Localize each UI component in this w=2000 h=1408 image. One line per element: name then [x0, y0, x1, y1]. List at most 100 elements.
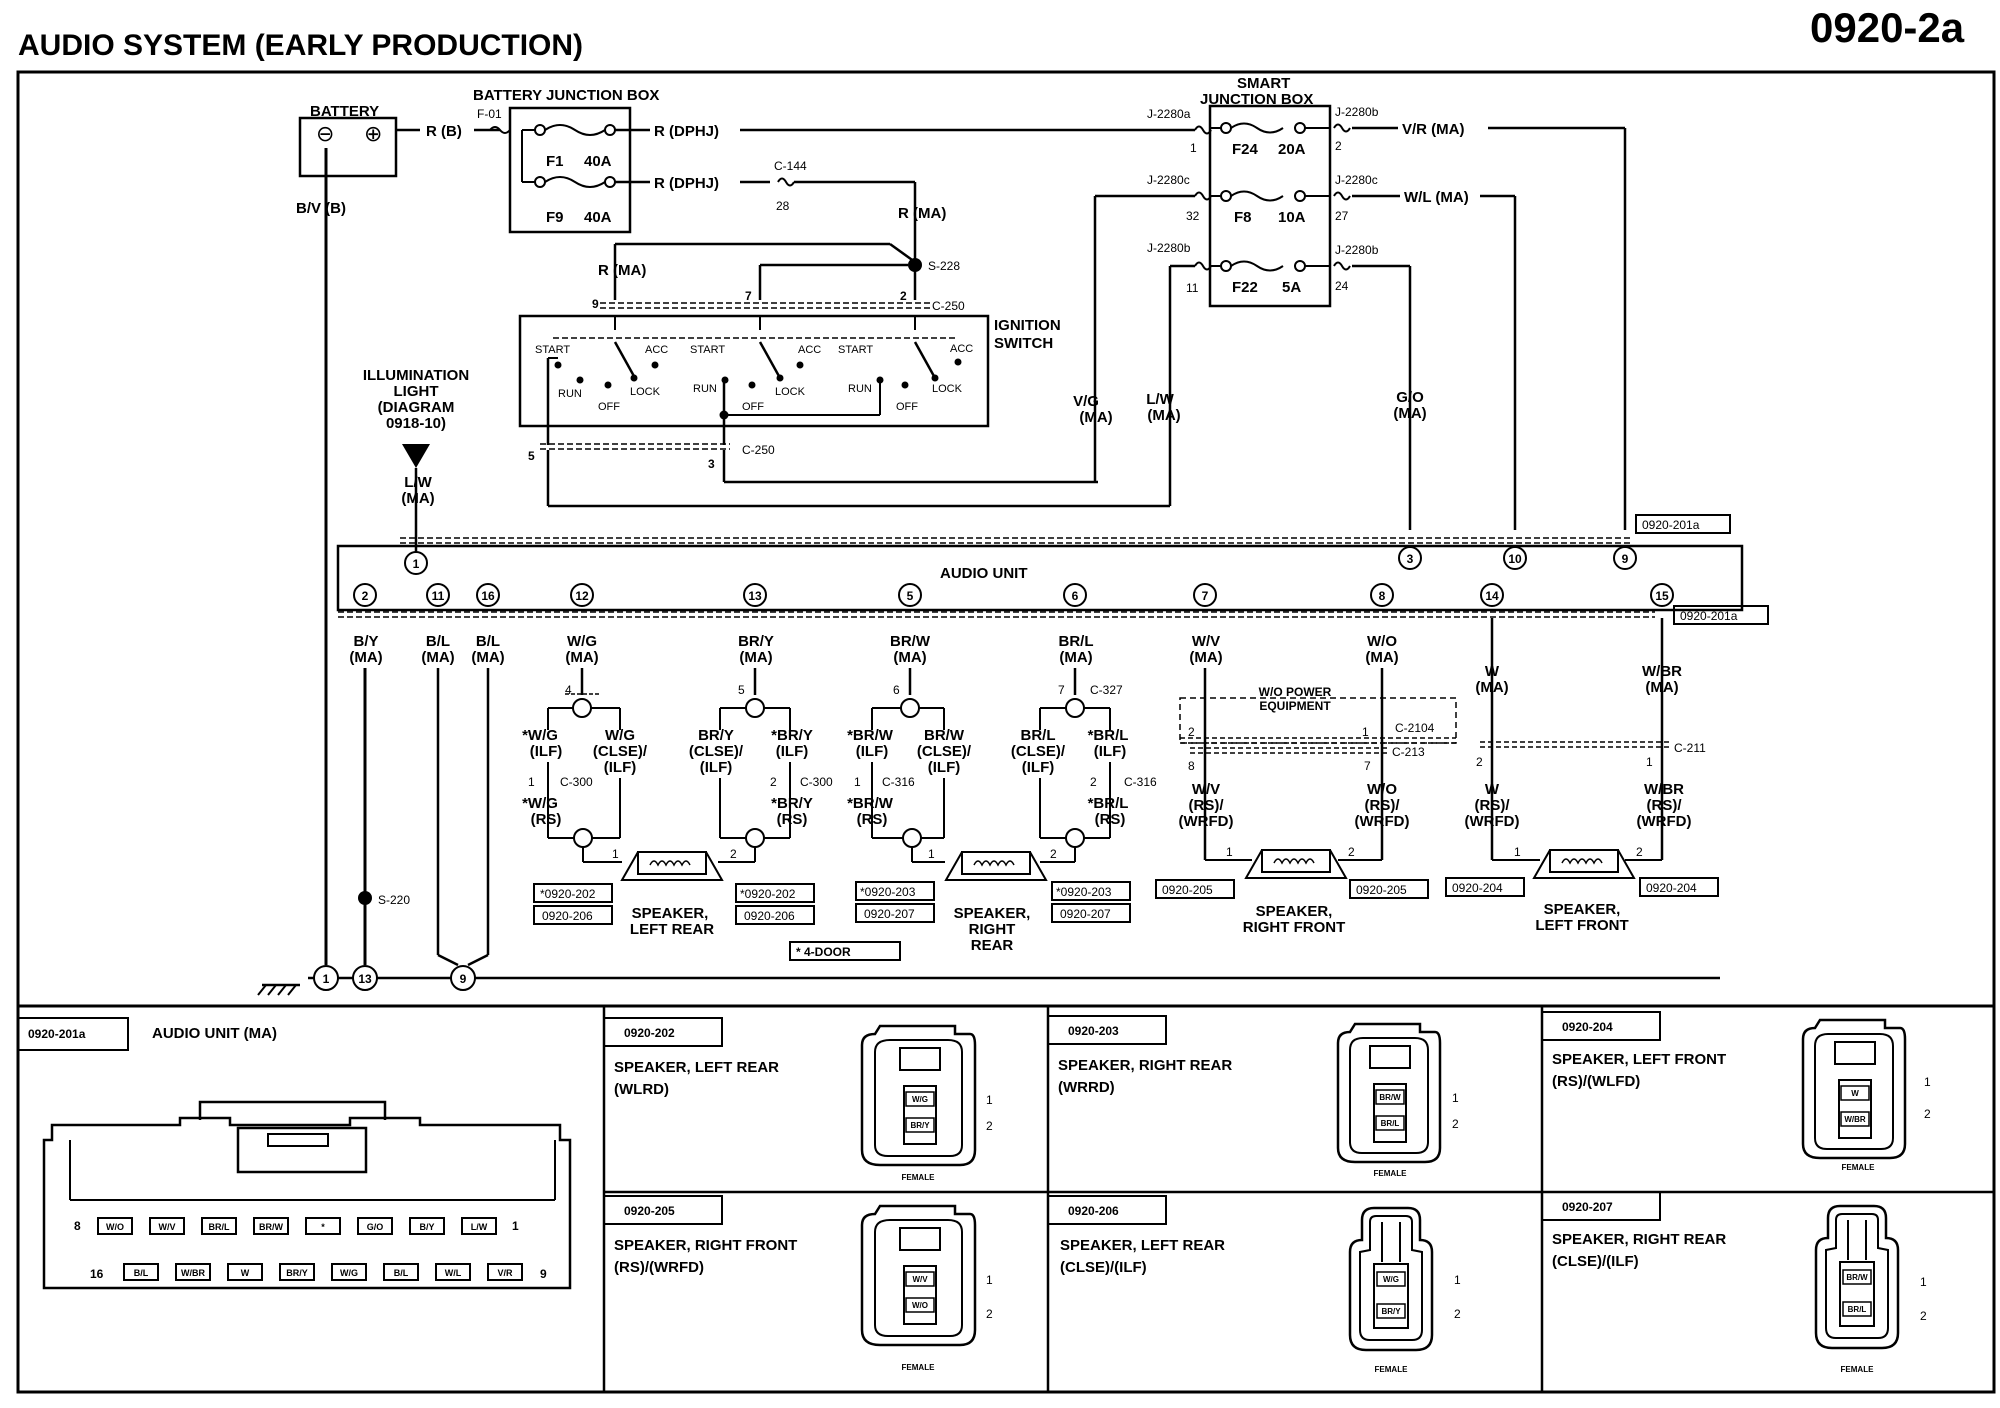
svg-text:(RS): (RS)	[531, 811, 562, 828]
svg-text:3: 3	[1407, 552, 1414, 566]
battery-neg-icon: ⊖	[316, 121, 334, 146]
left-front-speaker-circuit: C-211 2 1 W (RS)/ (WRFD) W/BR (RS)/ (WRF…	[1445, 618, 1719, 934]
svg-text:2: 2	[1452, 1117, 1459, 1131]
svg-text:0920-205: 0920-205	[1162, 883, 1213, 897]
connector-cell-0920-202: 0920-202 SPEAKER, LEFT REAR (WLRD) W/G B…	[603, 1017, 993, 1182]
svg-text:0920-201a: 0920-201a	[28, 1027, 86, 1041]
svg-text:28: 28	[776, 199, 790, 213]
svg-text:V/R: V/R	[497, 1268, 513, 1278]
svg-text:(CLSE)/(ILF): (CLSE)/(ILF)	[1552, 1253, 1639, 1270]
svg-text:*0920-202: *0920-202	[740, 887, 796, 901]
svg-text:ACC: ACC	[950, 343, 973, 355]
svg-text:G/O: G/O	[367, 1222, 384, 1232]
svg-text:(MA): (MA)	[1059, 649, 1092, 666]
svg-text:1: 1	[1452, 1091, 1459, 1105]
svg-text:START: START	[535, 344, 570, 356]
svg-text:10A: 10A	[1278, 209, 1306, 226]
svg-text:FEMALE: FEMALE	[1374, 1169, 1408, 1178]
svg-text:5: 5	[528, 449, 535, 463]
svg-text:6: 6	[1072, 589, 1079, 603]
svg-text:RUN: RUN	[558, 388, 582, 400]
svg-text:FEMALE: FEMALE	[902, 1363, 936, 1372]
svg-text:REAR: REAR	[971, 937, 1014, 954]
svg-text:(MA): (MA)	[565, 649, 598, 666]
svg-text:*BR/Y: *BR/Y	[771, 727, 813, 744]
connector-cell-0920-205: 0920-205 SPEAKER, RIGHT FRONT (RS)/(WRFD…	[603, 1195, 993, 1372]
svg-text:BR/L: BR/L	[209, 1222, 230, 1232]
audio-unit-cavities-row1: W/O W/V BR/L BR/W * G/O B/Y L/W	[97, 1217, 497, 1235]
svg-text:SPEAKER, LEFT REAR: SPEAKER, LEFT REAR	[614, 1059, 779, 1076]
svg-text:R (B): R (B)	[426, 123, 462, 140]
svg-text:F-01: F-01	[477, 107, 502, 121]
svg-text:*0920-203: *0920-203	[1056, 885, 1112, 899]
svg-text:*BR/L: *BR/L	[1088, 795, 1129, 812]
svg-text:B/L: B/L	[394, 1268, 409, 1278]
svg-text:(ILF): (ILF)	[1094, 743, 1126, 760]
svg-text:BR/Y: BR/Y	[910, 1121, 930, 1130]
svg-text:BR/Y: BR/Y	[286, 1268, 308, 1278]
svg-text:FEMALE: FEMALE	[1841, 1365, 1875, 1374]
svg-text:(WRRD): (WRRD)	[1058, 1079, 1115, 1096]
svg-text:J-2280c: J-2280c	[1147, 173, 1190, 187]
svg-text:*0920-203: *0920-203	[860, 885, 916, 899]
svg-text:8: 8	[1379, 589, 1386, 603]
svg-text:W/L: W/L	[445, 1268, 462, 1278]
svg-text:1: 1	[413, 557, 420, 571]
svg-text:BR/W: BR/W	[924, 727, 965, 744]
svg-text:BR/Y: BR/Y	[698, 727, 734, 744]
svg-text:1: 1	[986, 1273, 993, 1287]
svg-text:(RS)/: (RS)/	[1647, 797, 1683, 814]
svg-text:1: 1	[1924, 1075, 1931, 1089]
svg-text:7: 7	[1202, 589, 1209, 603]
svg-text:LOCK: LOCK	[775, 386, 806, 398]
svg-text:(WLRD): (WLRD)	[614, 1081, 669, 1098]
svg-text:W/BR: W/BR	[1844, 1115, 1866, 1124]
svg-text:SPEAKER,: SPEAKER,	[632, 905, 709, 922]
svg-text:*BR/W: *BR/W	[847, 727, 894, 744]
svg-text:F1: F1	[546, 153, 564, 170]
svg-text:LOCK: LOCK	[932, 383, 963, 395]
svg-text:(WRFD): (WRFD)	[1465, 813, 1520, 830]
svg-text:*BR/Y: *BR/Y	[771, 795, 813, 812]
svg-text:(RS): (RS)	[1095, 811, 1126, 828]
connector-cell-0920-207: 0920-207 SPEAKER, RIGHT REAR (CLSE)/(ILF…	[1541, 1191, 1927, 1374]
svg-text:(RS)/(WRFD): (RS)/(WRFD)	[614, 1259, 704, 1276]
svg-text:1: 1	[1226, 845, 1233, 859]
svg-text:32: 32	[1186, 209, 1200, 223]
svg-text:C-250: C-250	[742, 443, 775, 457]
svg-text:(RS)/: (RS)/	[1189, 797, 1225, 814]
svg-text:FEMALE: FEMALE	[1375, 1365, 1409, 1374]
svg-text:(WRFD): (WRFD)	[1355, 813, 1410, 830]
svg-text:B/Y: B/Y	[419, 1222, 434, 1232]
svg-text:C-250: C-250	[932, 299, 965, 313]
svg-text:9: 9	[1622, 552, 1629, 566]
svg-text:3: 3	[708, 457, 715, 471]
svg-text:1: 1	[1920, 1275, 1927, 1289]
svg-text:LEFT REAR: LEFT REAR	[630, 921, 714, 938]
svg-text:0920-206: 0920-206	[744, 909, 795, 923]
svg-text:J-2280b: J-2280b	[1335, 105, 1379, 119]
svg-text:9: 9	[540, 1267, 547, 1281]
svg-text:2: 2	[1090, 775, 1097, 789]
svg-text:R (MA): R (MA)	[598, 262, 646, 279]
svg-text:1: 1	[1514, 845, 1521, 859]
svg-text:5: 5	[738, 683, 745, 697]
svg-text:BR/W: BR/W	[259, 1222, 283, 1232]
svg-text:9: 9	[460, 972, 467, 986]
svg-text:(WRFD): (WRFD)	[1637, 813, 1692, 830]
svg-text:BR/W: BR/W	[890, 633, 931, 650]
audio-unit-cavities-row2: B/L W/BR W BR/Y W/G B/L W/L V/R	[123, 1263, 523, 1281]
svg-text:2: 2	[1454, 1307, 1461, 1321]
svg-text:BR/L: BR/L	[1381, 1119, 1400, 1128]
svg-text:W: W	[1485, 781, 1500, 798]
svg-text:(MA): (MA)	[1079, 409, 1112, 426]
svg-text:9: 9	[592, 297, 599, 311]
battery-junction-box: BATTERY JUNCTION BOX F-01 F1 40A F9 40A …	[473, 87, 1195, 273]
svg-text:(MA): (MA)	[739, 649, 772, 666]
svg-text:1: 1	[612, 847, 619, 861]
battery-pos-icon: ⊕	[364, 121, 382, 146]
svg-text:IGNITION: IGNITION	[994, 317, 1061, 334]
svg-text:EQUIPMENT: EQUIPMENT	[1259, 699, 1331, 713]
svg-text:B/V (B): B/V (B)	[296, 200, 346, 217]
svg-text:W/G: W/G	[912, 1095, 928, 1104]
